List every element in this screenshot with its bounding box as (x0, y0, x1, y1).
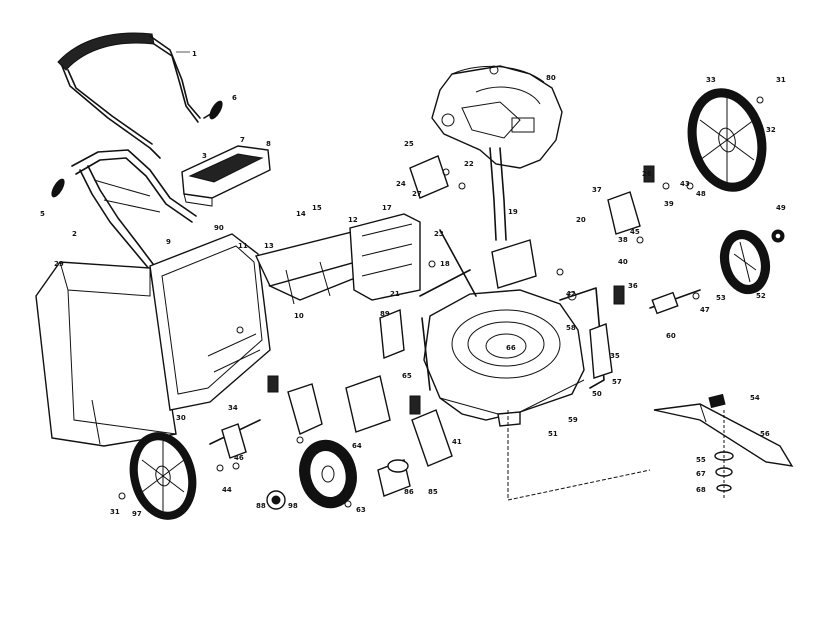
label-8: 8 (266, 140, 271, 148)
label-44: 44 (222, 486, 232, 494)
label-46: 46 (234, 454, 244, 462)
blade (653, 393, 794, 500)
label-40: 40 (618, 258, 628, 266)
label-64: 64 (352, 442, 362, 450)
dashed-assembly-line (507, 410, 651, 501)
wheel-front-left (299, 439, 357, 509)
mid-brackets (379, 155, 537, 359)
wheel-rear-left (129, 432, 197, 520)
label-98: 98 (288, 502, 298, 510)
label-2: 2 (72, 230, 77, 238)
label-11: 11 (238, 242, 248, 250)
rear-brackets (255, 213, 421, 305)
control-box (181, 145, 271, 207)
label-89: 89 (380, 310, 390, 318)
label-59: 59 (568, 416, 578, 424)
label-13: 13 (264, 242, 274, 250)
label-37: 37 (592, 186, 602, 194)
label-24: 24 (396, 180, 406, 188)
label-22: 22 (464, 160, 474, 168)
wheel-rear-right (687, 88, 767, 192)
height-adjuster-right (589, 165, 701, 379)
label-43: 43 (680, 180, 690, 188)
label-35: 35 (610, 352, 620, 360)
label-55: 55 (696, 456, 706, 464)
label-68: 68 (696, 486, 706, 494)
label-25: 25 (404, 140, 414, 148)
label-49: 49 (776, 204, 786, 212)
label-86: 86 (404, 488, 414, 496)
label-7: 7 (240, 136, 245, 144)
label-34: 34 (228, 404, 238, 412)
label-56: 56 (760, 430, 770, 438)
label-47: 47 (700, 306, 710, 314)
label-31b: 31 (776, 76, 786, 84)
label-14: 14 (296, 210, 306, 218)
hardware (118, 96, 785, 508)
label-12: 12 (348, 216, 358, 224)
label-29: 29 (54, 260, 64, 268)
label-60: 60 (666, 332, 676, 340)
label-30: 30 (176, 414, 186, 422)
handle-knob-left (51, 178, 65, 198)
label-54: 54 (750, 394, 760, 402)
label-20: 20 (576, 216, 586, 224)
label-17: 17 (382, 204, 392, 212)
label-19: 19 (508, 208, 518, 216)
engine (431, 65, 563, 241)
mower-deck (423, 289, 585, 427)
height-adjuster-left (209, 375, 323, 510)
label-23: 23 (434, 230, 444, 238)
label-52: 52 (756, 292, 766, 300)
label-88: 88 (256, 502, 266, 510)
handle-knob-right (203, 100, 223, 120)
grass-catcher-bag (35, 261, 177, 447)
label-15: 15 (312, 204, 322, 212)
grass-catcher-frame (149, 233, 271, 411)
label-51: 51 (548, 430, 558, 438)
lower-handle (71, 149, 197, 271)
label-67: 67 (696, 470, 706, 478)
label-57: 57 (612, 378, 622, 386)
part-labels: 1 6 7 8 3 2 5 9 29 10 11 12 13 14 15 17 … (40, 50, 786, 518)
height-adjuster-mid (345, 375, 453, 497)
label-3: 3 (202, 152, 207, 160)
label-42: 42 (566, 290, 576, 298)
label-5: 5 (40, 210, 45, 218)
label-90: 90 (214, 224, 224, 232)
label-26: 26 (642, 170, 652, 178)
label-31: 31 (110, 508, 120, 516)
label-32: 32 (766, 126, 776, 134)
label-6: 6 (232, 94, 237, 102)
label-65: 65 (402, 372, 412, 380)
label-50: 50 (592, 390, 602, 398)
label-97: 97 (132, 510, 142, 518)
label-27: 27 (412, 190, 422, 198)
label-63: 63 (356, 506, 366, 514)
wheel-front-right (719, 229, 771, 295)
label-1: 1 (192, 50, 197, 58)
label-80: 80 (546, 74, 556, 82)
upper-handle (57, 32, 201, 159)
label-18: 18 (440, 260, 450, 268)
label-21: 21 (390, 290, 400, 298)
label-10: 10 (294, 312, 304, 320)
label-85: 85 (428, 488, 438, 496)
label-48: 48 (696, 190, 706, 198)
label-41: 41 (452, 438, 462, 446)
label-9: 9 (166, 238, 171, 246)
label-58: 58 (566, 324, 576, 332)
label-33: 33 (706, 76, 716, 84)
label-53: 53 (716, 294, 726, 302)
label-39: 39 (664, 200, 674, 208)
label-45: 45 (630, 228, 640, 236)
label-66: 66 (506, 344, 516, 352)
label-36: 36 (628, 282, 638, 290)
label-38: 38 (618, 236, 628, 244)
